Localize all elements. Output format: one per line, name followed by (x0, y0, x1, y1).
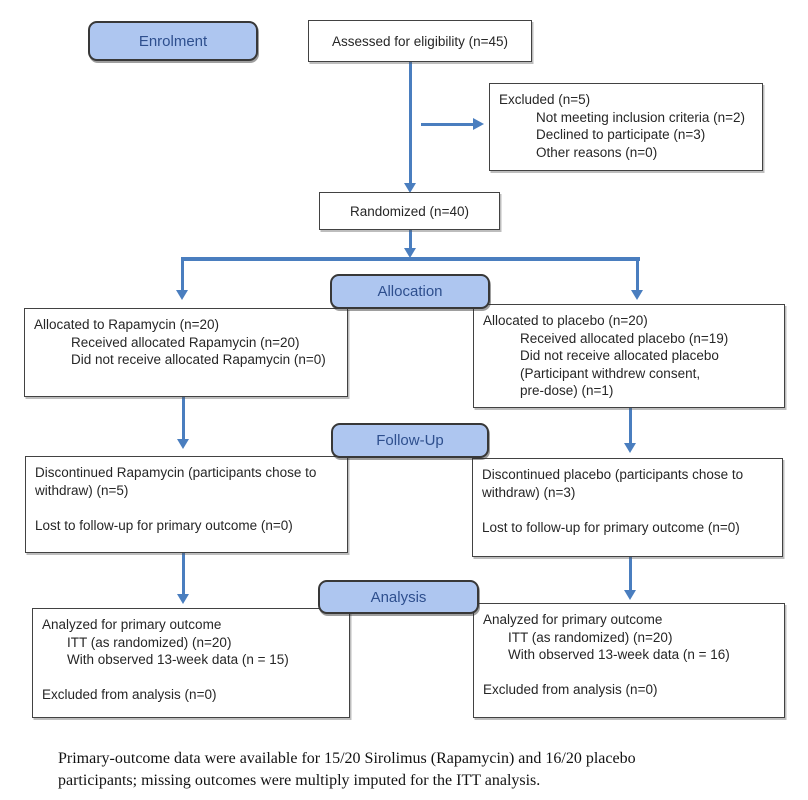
connector-branch-right (636, 257, 639, 290)
box-randomized: Randomized (n=40) (319, 192, 500, 230)
stage-badge-enrolment: Enrolment (88, 21, 258, 61)
analysis-placebo-line: Excluded from analysis (n=0) (483, 682, 658, 697)
analysis-rapamycin-line (42, 669, 341, 687)
box-analysis-placebo: Analyzed for primary outcome ITT (as ran… (473, 603, 785, 718)
box-allocated-placebo: Allocated to placebo (n=20) Received all… (473, 304, 785, 408)
allocated-rapamycin-line: Received allocated Rapamycin (n=20) (71, 334, 300, 350)
arrowhead-down-icon (177, 594, 189, 604)
stage-badge-analysis: Analysis (318, 580, 479, 614)
stage-badge-allocation-label: Allocation (377, 283, 443, 300)
connector-randomized-to-branch (409, 230, 412, 248)
footnote-line: participants; missing outcomes were mult… (58, 772, 541, 789)
stage-badge-allocation: Allocation (330, 274, 490, 309)
allocated-rapamycin-line: Did not receive allocated Rapamycin (n=0… (71, 352, 326, 367)
stage-badge-enrolment-label: Enrolment (138, 32, 208, 50)
analysis-placebo-line: Analyzed for primary outcome (483, 612, 663, 627)
stage-badge-analysis-label: Analysis (370, 588, 427, 606)
box-followup-rapamycin: Discontinued Rapamycin (participants cho… (25, 456, 348, 553)
connector-alloc-to-followup-left (182, 397, 185, 439)
footnote: Primary-outcome data were available for … (58, 748, 758, 792)
arrowhead-down-icon (624, 443, 636, 453)
connector-followup-to-analysis-left (182, 553, 185, 594)
connector-branch-left (181, 257, 184, 290)
box-analysis-rapamycin: Analyzed for primary outcome ITT (as ran… (32, 608, 350, 718)
arrowhead-down-icon (177, 439, 189, 449)
connector-alloc-to-followup-right (629, 408, 632, 443)
arrowhead-down-icon (404, 248, 416, 258)
excluded-line: Other reasons (n=0) (536, 144, 658, 160)
excluded-line: Not meeting inclusion criteria (n=2) (536, 109, 745, 125)
followup-rapamycin-line (35, 499, 339, 517)
allocated-rapamycin-line: Allocated to Rapamycin (n=20) (34, 317, 219, 332)
arrowhead-down-icon (624, 590, 636, 600)
analysis-rapamycin-line: ITT (as randomized) (n=20) (67, 634, 232, 650)
analysis-placebo-line: ITT (as randomized) (n=20) (508, 629, 673, 645)
footnote-line: Primary-outcome data were available for … (58, 750, 636, 767)
excluded-line: Declined to participate (n=3) (536, 127, 706, 142)
box-followup-placebo: Discontinued placebo (participants chose… (472, 458, 783, 557)
followup-rapamycin-line: Lost to follow-up for primary outcome (n… (35, 517, 293, 533)
randomized-text: Randomized (n=40) (350, 203, 469, 219)
arrowhead-down-icon (176, 290, 188, 300)
analysis-placebo-line (483, 664, 776, 682)
box-assessed-eligibility: Assessed for eligibility (n=45) (308, 20, 532, 62)
box-excluded: Excluded (n=5) Not meeting inclusion cri… (489, 83, 763, 171)
stage-badge-followup-label: Follow-Up (376, 432, 444, 449)
allocated-placebo-line: Did not receive allocated placebo (520, 348, 719, 363)
allocated-placebo-line: Received allocated placebo (n=19) (520, 330, 729, 346)
arrowhead-down-icon (404, 183, 416, 193)
analysis-rapamycin-line: Excluded from analysis (n=0) (42, 687, 217, 702)
assessed-eligibility-text: Assessed for eligibility (n=45) (332, 33, 508, 49)
analysis-placebo-line: With observed 13-week data (n = 16) (508, 647, 730, 662)
connector-assessed-to-randomized (409, 62, 412, 183)
allocated-placebo-line: pre-dose) (n=1) (520, 383, 614, 398)
allocated-placebo-line: (Participant withdrew consent, (520, 365, 701, 381)
arrowhead-right-icon (473, 118, 484, 130)
arrowhead-down-icon (631, 290, 643, 300)
followup-rapamycin-line: Discontinued Rapamycin (participants cho… (35, 465, 317, 498)
stage-badge-followup: Follow-Up (331, 423, 489, 458)
connector-to-excluded (421, 123, 473, 126)
followup-placebo-line (482, 501, 774, 519)
analysis-rapamycin-line: Analyzed for primary outcome (42, 617, 222, 632)
box-allocated-rapamycin: Allocated to Rapamycin (n=20) Received a… (24, 308, 348, 397)
branch-bar (181, 257, 640, 261)
analysis-rapamycin-line: With observed 13-week data (n = 15) (67, 652, 289, 667)
connector-followup-to-analysis-right (629, 557, 632, 590)
followup-placebo-line: Lost to follow-up for primary outcome (n… (482, 519, 740, 535)
allocated-placebo-line: Allocated to placebo (n=20) (483, 313, 648, 328)
followup-placebo-line: Discontinued placebo (participants chose… (482, 467, 744, 500)
excluded-line: Excluded (n=5) (499, 92, 591, 107)
